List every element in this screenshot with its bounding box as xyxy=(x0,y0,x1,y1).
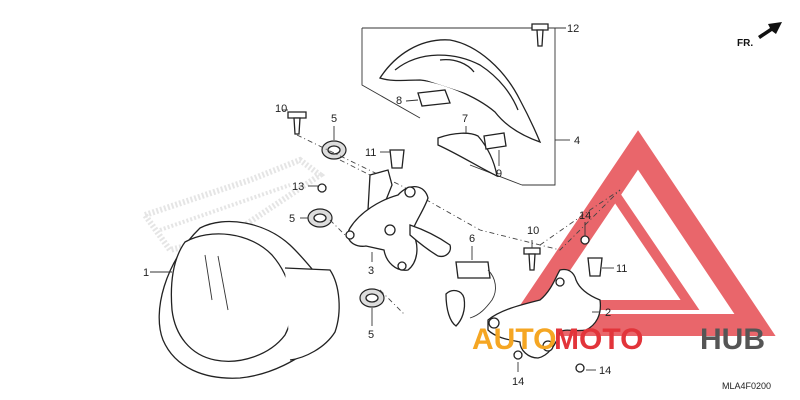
part-bolt-14-bottom-left xyxy=(513,350,523,372)
part-bolt-13 xyxy=(308,183,327,193)
callout-3: 3 xyxy=(368,265,374,277)
watermark-moto: MOTO xyxy=(554,323,643,356)
callout-4: 4 xyxy=(574,135,580,147)
watermark-triangle-logo xyxy=(499,130,776,336)
callout-14-bottom-right: 14 xyxy=(599,365,611,377)
part-screw-10-right xyxy=(523,240,541,271)
part-bolt-14-top xyxy=(580,222,590,245)
callout-11-right: 11 xyxy=(616,263,627,275)
callout-10-left: 10 xyxy=(275,103,287,115)
part-connector-6 xyxy=(445,246,496,327)
callout-14-top: 14 xyxy=(579,210,591,222)
callout-8: 8 xyxy=(396,95,402,107)
callout-1: 1 xyxy=(143,267,149,279)
callout-10-right: 10 xyxy=(527,225,539,237)
part-stay-2 xyxy=(487,268,602,359)
callout-9: 9 xyxy=(496,168,502,180)
callout-2: 2 xyxy=(605,307,611,319)
callout-7: 7 xyxy=(462,113,468,125)
figure-code: MLA4F0200 xyxy=(722,381,771,391)
callout-14-bottom-left: 14 xyxy=(512,376,524,388)
part-collar-11-right xyxy=(587,257,614,277)
callout-12: 12 xyxy=(567,23,579,35)
callout-11-top: 11 xyxy=(365,147,376,159)
callout-13: 13 xyxy=(292,181,304,193)
part-pad-8 xyxy=(405,89,451,107)
callout-labels: 1 2 3 4 5 5 5 6 7 8 9 10 10 11 11 12 13 … xyxy=(143,23,627,388)
background-logo-pattern xyxy=(140,156,326,254)
part-grommet-5-mid xyxy=(300,208,333,228)
arrow-right-icon xyxy=(758,22,782,39)
part-collar-11-top xyxy=(380,149,405,169)
part-bolt-14-bottom-right xyxy=(575,363,596,373)
fr-label: FR. xyxy=(737,38,753,49)
callout-6: 6 xyxy=(469,233,475,245)
part-grommet-5-top xyxy=(321,126,347,160)
callout-5-mid: 5 xyxy=(289,213,295,225)
part-bracket-3 xyxy=(345,169,452,271)
watermark-hub: HUB xyxy=(700,323,765,356)
front-direction-indicator: FR. xyxy=(737,22,782,49)
part-panel-7 xyxy=(437,126,498,178)
part-tab-9 xyxy=(483,132,507,166)
part-screw-10-left xyxy=(282,109,307,135)
callout-5-bottom: 5 xyxy=(368,329,374,341)
watermark-auto: AUTO xyxy=(472,323,556,356)
part-grommet-5-bottom xyxy=(359,288,385,326)
callout-5-top: 5 xyxy=(331,113,337,125)
part-meter-1 xyxy=(150,220,340,379)
assembly-lines xyxy=(296,134,621,316)
part-screw-12 xyxy=(531,23,566,47)
watermark-text: AUTO MOTO HUB xyxy=(472,323,765,356)
